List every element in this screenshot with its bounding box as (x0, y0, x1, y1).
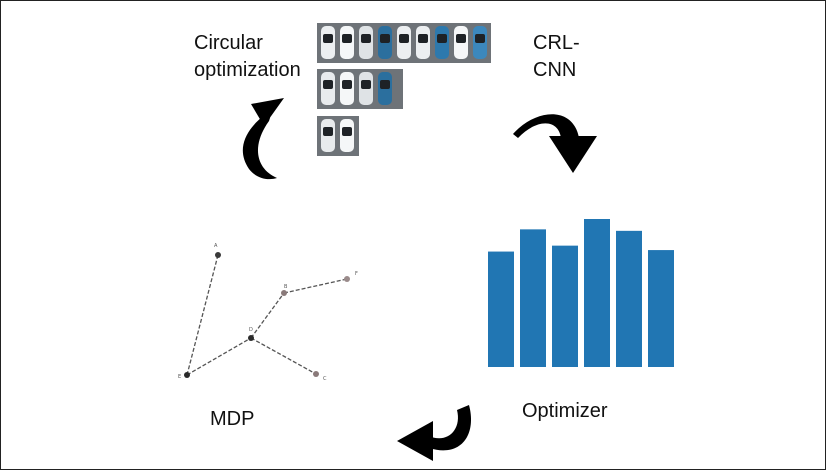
parking-lot-image-large (317, 23, 491, 63)
graph-node-label: F (355, 271, 358, 277)
graph-edge (283, 278, 348, 294)
parking-lot-image-medium (317, 69, 403, 109)
parking-lot-image-small (317, 116, 359, 156)
graph-node-label: E (178, 374, 181, 380)
curved-arrow-down-icon (513, 114, 597, 173)
optimizer-bar-chart (488, 219, 674, 367)
graph-edge (186, 337, 252, 376)
graph-node-label: A (214, 243, 218, 249)
label-circular: Circular (194, 32, 263, 54)
graph-node (248, 335, 254, 341)
mdp-graph: A B F D E C (178, 243, 358, 382)
label-cnn: CNN (533, 59, 577, 81)
label-mdp: MDP (210, 408, 255, 430)
graph-node-label: D (249, 327, 253, 333)
label-optimization: optimization (194, 59, 301, 81)
optimizer-bar (520, 229, 546, 367)
optimizer-bar (584, 219, 610, 367)
graph-node-label: C (323, 376, 327, 382)
optimizer-bar (488, 251, 514, 367)
label-crl: CRL- (533, 32, 580, 54)
optimizer-bar (616, 230, 642, 367)
graph-node (281, 290, 287, 296)
optimizer-bar (648, 250, 674, 367)
graph-edge (250, 337, 317, 375)
graph-node (344, 276, 350, 282)
graph-node (215, 252, 221, 258)
graph-edge (250, 292, 285, 339)
label-optimizer: Optimizer (522, 400, 608, 422)
graph-node-label: B (284, 284, 288, 290)
curved-arrow-up-icon (242, 98, 284, 180)
optimizer-bar (552, 245, 578, 367)
graph-node (313, 371, 319, 377)
graph-edge (186, 254, 219, 376)
curved-arrow-left-icon (397, 405, 472, 461)
graph-node (184, 372, 190, 378)
